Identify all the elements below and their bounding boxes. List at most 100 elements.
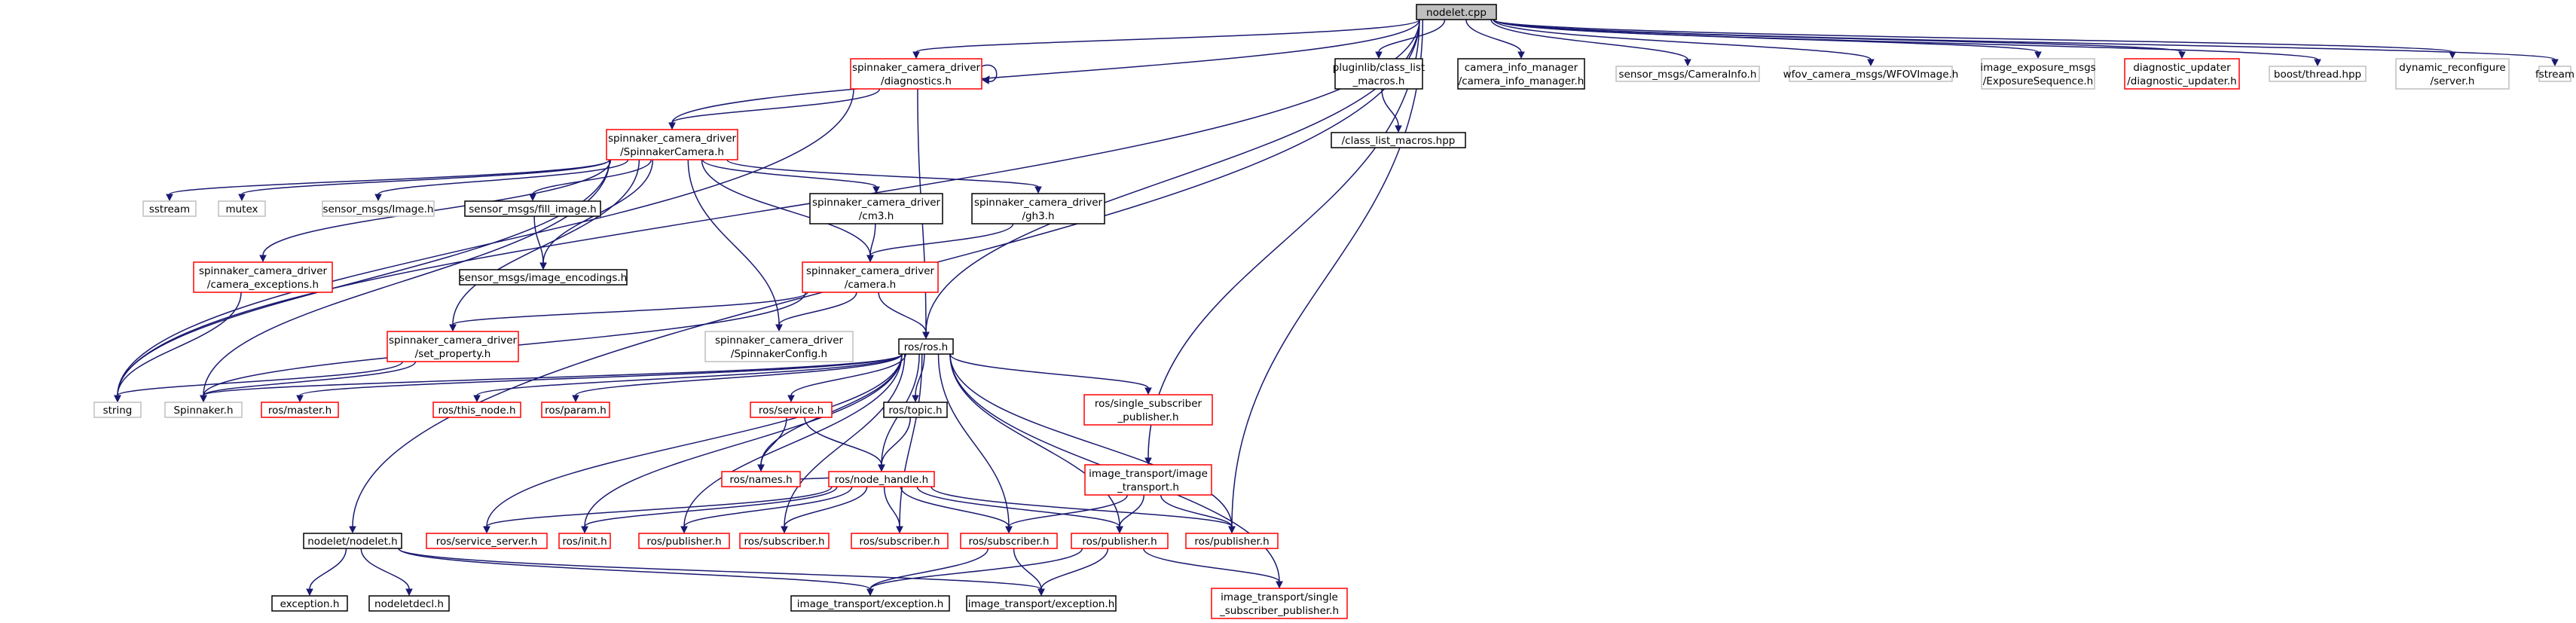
- graph-node-mutex[interactable]: mutex: [218, 200, 266, 217]
- node-label: pluginlib/class_list: [1333, 62, 1425, 74]
- graph-node-nodelet-cpp[interactable]: nodelet.cpp: [1416, 4, 1497, 20]
- graph-node-itexc1[interactable]: image_transport/exception.h: [790, 595, 950, 612]
- node-label: spinnaker_camera_driver: [199, 265, 328, 277]
- graph-node-nodehandle[interactable]: ros/node_handle.h: [828, 471, 935, 487]
- edge-arrowhead: [912, 395, 919, 403]
- node-box: [1789, 66, 1953, 82]
- graph-node-rosh[interactable]: ros/ros.h: [898, 338, 954, 355]
- graph-node-spinconf[interactable]: spinnaker_camera_driver/SpinnakerConfig.…: [704, 331, 854, 362]
- graph-node-spincam[interactable]: spinnaker_camera_driver/SpinnakerCamera.…: [606, 129, 738, 160]
- dependency-edge: [757, 417, 787, 472]
- graph-node-clmhpp[interactable]: /class_list_macros.hpp: [1331, 132, 1466, 148]
- edge-arrowhead: [572, 395, 579, 403]
- graph-node-itexc2[interactable]: image_transport/exception.h: [966, 595, 1117, 612]
- edge-line: [1119, 494, 1145, 527]
- graph-node-gh3[interactable]: spinnaker_camera_driver/gh3.h: [971, 193, 1105, 224]
- edge-line: [949, 353, 1120, 527]
- edge-line: [533, 215, 544, 264]
- graph-node-master[interactable]: ros/master.h: [261, 402, 339, 418]
- edge-arrowhead: [787, 395, 795, 403]
- edge-line: [1465, 19, 1522, 53]
- graph-node-init[interactable]: ros/init.h: [558, 533, 611, 549]
- graph-node-fillimg[interactable]: sensor_msgs/fill_image.h: [464, 200, 601, 217]
- node-box: [1615, 66, 1760, 82]
- edge-line: [452, 292, 808, 325]
- dependency-edge: [866, 548, 1083, 597]
- dependency-edge: [473, 353, 903, 403]
- edge-arrowhead: [259, 255, 267, 263]
- dependency-edge: [680, 486, 853, 534]
- graph-node-param[interactable]: ros/param.h: [541, 402, 610, 418]
- graph-node-cim[interactable]: camera_info_manager/camera_info_manager.…: [1457, 58, 1585, 90]
- graph-node-nodeleth[interactable]: nodelet/nodelet.h: [303, 533, 402, 549]
- node-label: image_transport/image: [1089, 468, 1208, 480]
- node-box: [2395, 58, 2510, 90]
- node-label: ros/topic.h: [888, 405, 942, 417]
- edge-line: [784, 486, 868, 527]
- node-label: ros/param.h: [545, 405, 607, 417]
- graph-node-itsingle[interactable]: image_transport/single_subscriber_publis…: [1211, 588, 1348, 619]
- graph-node-cm3[interactable]: spinnaker_camera_driver/cm3.h: [809, 193, 943, 224]
- graph-node-pub2[interactable]: ros/publisher.h: [1071, 533, 1169, 549]
- node-label: ros/service_server.h: [436, 536, 538, 548]
- graph-node-excepth[interactable]: exception.h: [271, 595, 348, 612]
- node-label: spinnaker_camera_driver: [812, 197, 941, 209]
- edge-line: [1143, 548, 1280, 582]
- graph-node-diag[interactable]: spinnaker_camera_driver/diagnostics.h: [850, 58, 982, 90]
- edge-arrowhead: [2034, 51, 2042, 60]
- edge-arrowhead: [374, 194, 382, 202]
- graph-node-pub1[interactable]: ros/publisher.h: [638, 533, 730, 549]
- graph-node-camexc[interactable]: spinnaker_camera_driver/camera_exception…: [193, 261, 333, 293]
- graph-node-diagupd[interactable]: diagnostic_updater/diagnostic_updater.h: [2124, 58, 2240, 90]
- graph-node-spinnaker[interactable]: Spinnaker.h: [164, 402, 243, 418]
- dependency-edge: [1160, 494, 1236, 534]
- dependency-edge: [937, 353, 1013, 534]
- node-box: [850, 58, 982, 90]
- graph-node-pub3[interactable]: ros/publisher.h: [1185, 533, 1279, 549]
- graph-node-fstream[interactable]: fstream: [2535, 66, 2574, 82]
- graph-node-sub2[interactable]: ros/subscriber.h: [851, 533, 949, 549]
- graph-node-imgenc[interactable]: sensor_msgs/image_encodings.h: [459, 269, 628, 286]
- dependency-edge: [775, 292, 857, 332]
- graph-node-pluginlib[interactable]: pluginlib/class_list_macros.h: [1333, 58, 1425, 90]
- graph-node-dynrec[interactable]: dynamic_reconfigure/server.h: [2395, 58, 2510, 90]
- edge-line: [899, 353, 923, 527]
- node-label: image_transport/exception.h: [968, 598, 1115, 610]
- graph-node-thisnode[interactable]: ros/this_node.h: [432, 402, 521, 418]
- node-label: ros/this_node.h: [438, 405, 515, 417]
- dependency-edge: [398, 548, 1045, 597]
- graph-node-wfov[interactable]: wfov_camera_msgs/WFOVImage.h: [1783, 66, 1959, 82]
- edge-arrowhead: [1034, 186, 1042, 194]
- node-box: [164, 402, 243, 418]
- graph-node-names[interactable]: ros/names.h: [721, 471, 801, 487]
- graph-node-service[interactable]: ros/service.h: [750, 402, 833, 418]
- node-label: ros/master.h: [268, 405, 332, 417]
- node-label: ros/publisher.h: [1194, 536, 1269, 548]
- graph-node-ittrans[interactable]: image_transport/image_transport.h: [1084, 464, 1212, 496]
- edge-line: [900, 486, 1010, 527]
- edge-line: [701, 159, 877, 188]
- edge-arrowhead: [866, 588, 874, 597]
- graph-node-srvserver[interactable]: ros/service_server.h: [426, 533, 548, 549]
- graph-node-caminfo[interactable]: sensor_msgs/CameraInfo.h: [1615, 66, 1760, 82]
- edge-line: [683, 353, 903, 527]
- edge-arrowhead: [2551, 59, 2559, 67]
- edge-line: [784, 353, 906, 527]
- graph-node-sstream[interactable]: sstream: [142, 200, 197, 217]
- graph-node-topic[interactable]: ros/topic.h: [883, 402, 948, 418]
- graph-node-string[interactable]: string: [93, 402, 142, 418]
- edge-line: [1378, 19, 1446, 53]
- edge-arrowhead: [896, 526, 903, 534]
- graph-node-singlesub[interactable]: ros/single_subscriber_publisher.h: [1083, 394, 1213, 426]
- node-label: ros/service.h: [759, 405, 824, 417]
- graph-node-nodeletdecl[interactable]: nodeletdecl.h: [368, 595, 450, 612]
- graph-node-sub3[interactable]: ros/subscriber.h: [960, 533, 1058, 549]
- graph-node-camera[interactable]: spinnaker_camera_driver/camera.h: [802, 261, 939, 293]
- edge-arrowhead: [982, 75, 990, 84]
- graph-node-sub1[interactable]: ros/subscriber.h: [739, 533, 830, 549]
- graph-node-smimage[interactable]: sensor_msgs/Image.h: [322, 200, 435, 217]
- graph-node-setprop[interactable]: spinnaker_camera_driver/set_property.h: [387, 331, 519, 362]
- graph-node-thread[interactable]: boost/thread.hpp: [2269, 66, 2367, 82]
- dependency-edge: [581, 486, 838, 534]
- graph-node-expo[interactable]: image_exposure_msgs/ExposureSequence.h: [1980, 58, 2096, 90]
